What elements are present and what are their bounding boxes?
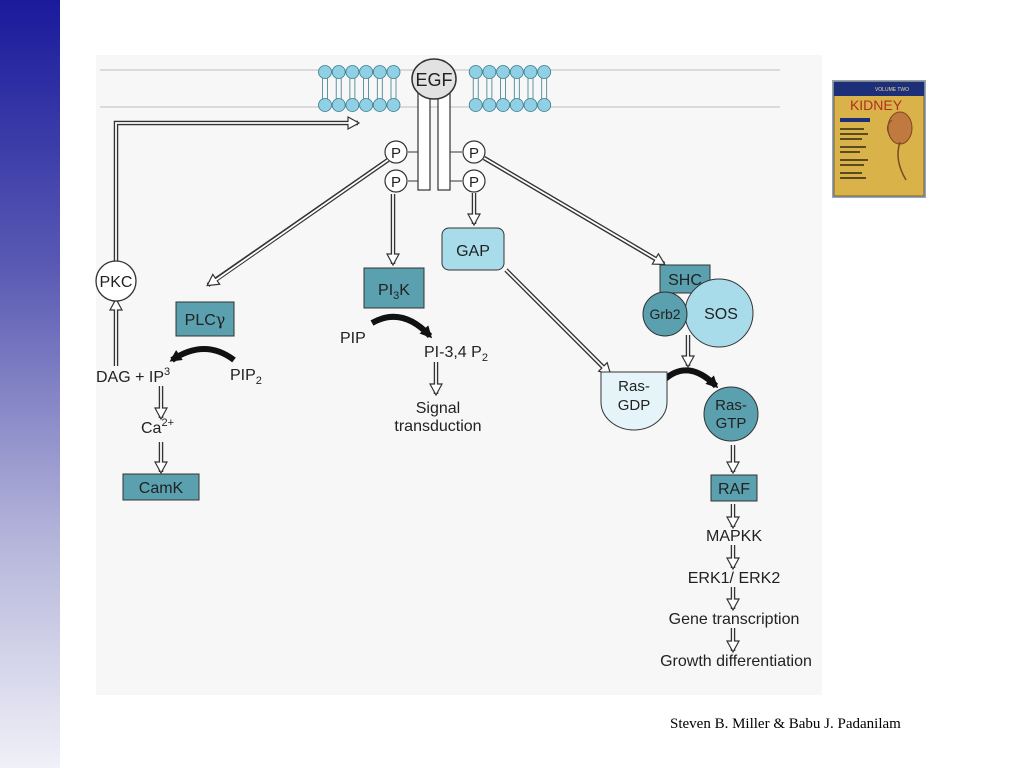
- lipid-head: [537, 98, 552, 112]
- svg-text:Grb2: Grb2: [649, 306, 680, 322]
- book-title: KIDNEY: [850, 97, 903, 113]
- lipid-head: [509, 98, 524, 112]
- phospho-group-right-top: P: [462, 140, 486, 164]
- egf-ligand: EGF: [411, 58, 457, 100]
- author-credit: Steven B. Miller & Babu J. Padanilam: [670, 716, 901, 732]
- lipid-head: [496, 65, 511, 79]
- lipid-head: [523, 65, 538, 79]
- curved-arrow-pip-to-pi34p2: [370, 313, 433, 339]
- svg-text:GTP: GTP: [716, 415, 747, 432]
- camk-box: CamK: [122, 473, 200, 501]
- lipid-head: [372, 65, 387, 79]
- lipid-head: [386, 98, 401, 112]
- lipid-head: [509, 65, 524, 79]
- lipid-head: [523, 98, 538, 112]
- ras-gdp-node: Ras- GDP: [600, 371, 668, 431]
- svg-text:VOLUME TWO: VOLUME TWO: [875, 87, 909, 93]
- raf-box: RAF: [710, 474, 758, 502]
- phospho-group-left-bottom: P: [384, 169, 408, 193]
- svg-text:GAP: GAP: [456, 243, 490, 260]
- dag-ip3-label: DAG + IP3: [96, 366, 170, 386]
- calcium-label: Ca2+: [141, 417, 174, 437]
- svg-text:SHC: SHC: [668, 272, 702, 289]
- lipid-head: [359, 65, 374, 79]
- mapkk-label: MAPKK: [706, 528, 762, 545]
- growth-differentiation-label: Growth differentiation: [660, 653, 812, 670]
- ras-gtp-node: Ras- GTP: [703, 386, 759, 442]
- lipid-head: [318, 65, 332, 79]
- lipid-head: [386, 65, 401, 79]
- erk-label: ERK1/ ERK2: [688, 570, 781, 587]
- pkc-node: PKC: [95, 260, 137, 302]
- grb2-node: Grb2: [642, 291, 688, 337]
- svg-text:P: P: [469, 145, 479, 162]
- lipid-head: [372, 98, 387, 112]
- lipid-head: [331, 98, 346, 112]
- svg-text:RAF: RAF: [718, 481, 750, 498]
- svg-text:SOS: SOS: [704, 306, 738, 323]
- slide-sidebar-gradient: [0, 0, 60, 768]
- svg-text:Ras-: Ras-: [618, 378, 650, 395]
- hollow-arrows-inner: [115, 122, 734, 645]
- svg-text:P: P: [469, 174, 479, 191]
- kidney-book-cover: VOLUME TWO KIDNEY: [832, 80, 926, 198]
- phospho-group-left-top: P: [384, 140, 408, 164]
- curved-arrow-pip2-to-dag: [169, 346, 236, 363]
- lipid-head: [468, 98, 483, 112]
- lipid-head: [345, 65, 360, 79]
- pip2-label: PIP2: [230, 367, 262, 387]
- svg-text:CamK: CamK: [139, 480, 184, 497]
- lipid-head: [496, 98, 511, 112]
- transduction-label: transduction: [394, 418, 481, 435]
- svg-text:P: P: [391, 174, 401, 191]
- svg-text:P: P: [391, 145, 401, 162]
- pi3k-box: PI3K: [363, 267, 425, 309]
- svg-text:GDP: GDP: [618, 397, 651, 414]
- phospho-group-right-bottom: P: [462, 169, 486, 193]
- sos-node: SOS: [684, 278, 754, 348]
- cell-membrane: [100, 65, 780, 112]
- svg-text:PLCγ: PLCγ: [185, 310, 226, 329]
- plc-gamma-box: PLCγ: [175, 301, 235, 337]
- lipid-head: [537, 65, 552, 79]
- signal-label: Signal: [416, 400, 460, 417]
- lipid-head: [482, 65, 497, 79]
- lipid-head: [359, 98, 374, 112]
- svg-text:PI3K: PI3K: [378, 282, 410, 302]
- lipid-head: [345, 98, 360, 112]
- curved-arrow-ras-gdp-to-gtp: [661, 367, 719, 389]
- lipid-head: [482, 98, 497, 112]
- gap-box: GAP: [441, 227, 505, 271]
- lipid-head: [331, 65, 346, 79]
- svg-text:Ras-: Ras-: [715, 397, 747, 414]
- lipid-head: [468, 65, 483, 79]
- figure-background: [96, 55, 822, 695]
- pi34p2-label: PI-3,4 P2: [424, 344, 488, 364]
- lipid-head: [318, 98, 332, 112]
- gene-transcription-label: Gene transcription: [669, 611, 800, 628]
- pip-label: PIP: [340, 330, 366, 347]
- svg-text:EGF: EGF: [415, 70, 452, 90]
- svg-text:PKC: PKC: [100, 274, 133, 291]
